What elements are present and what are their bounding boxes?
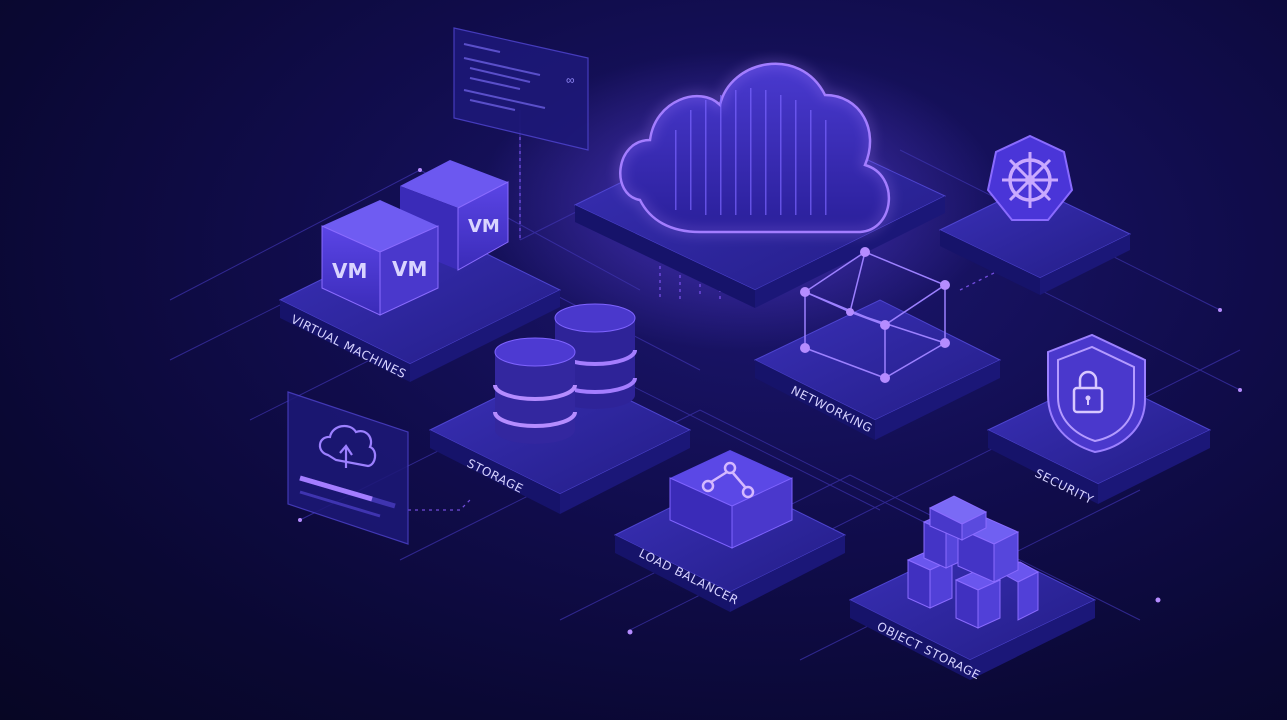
box-stack-icon — [906, 495, 1040, 629]
shield-lock-icon — [1047, 333, 1146, 454]
cloud-icon — [617, 60, 892, 235]
kubernetes-helm-icon — [986, 134, 1074, 221]
database-icon — [493, 303, 637, 444]
vm-label: VM — [332, 259, 367, 283]
load-balancer-box — [669, 450, 793, 549]
code-panel: ∞ — [453, 27, 589, 151]
upload-panel — [287, 391, 409, 545]
networking-platform — [753, 299, 1002, 440]
vm-label: VM — [468, 216, 500, 237]
network-nodes — [800, 247, 950, 383]
vm-label: VM — [392, 257, 427, 281]
kubernetes-platform — [938, 185, 1132, 295]
vm-cube-front: VM VM — [321, 200, 439, 316]
infinity-icon: ∞ — [566, 73, 575, 87]
share-node-icon — [701, 461, 755, 499]
upload-cloud-icon — [318, 424, 377, 468]
